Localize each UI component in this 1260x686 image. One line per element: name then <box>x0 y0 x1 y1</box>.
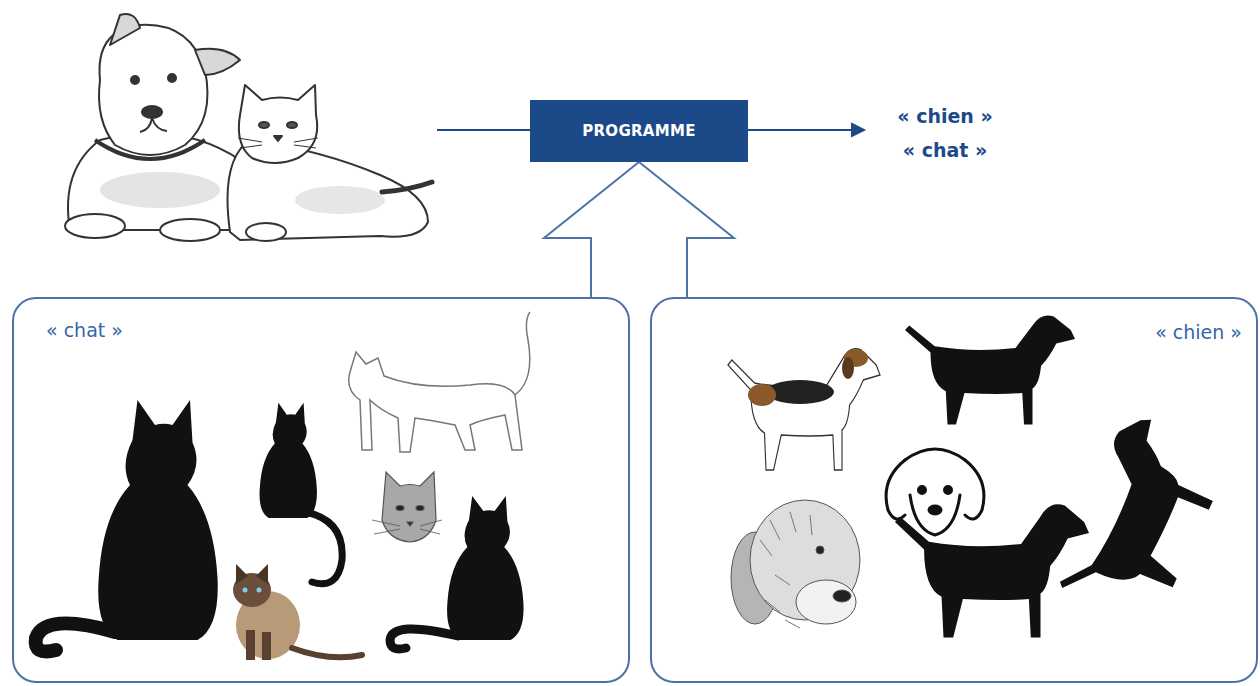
cat-head-sketch <box>396 506 404 511</box>
dog-sketch <box>142 106 162 118</box>
dog-silhouette <box>905 315 1075 424</box>
dog-face-outline <box>886 460 905 519</box>
siamese-cat <box>292 648 362 657</box>
cat-head-sketch <box>416 506 424 511</box>
dog-sketch <box>95 140 205 159</box>
cat-silhouette <box>36 623 115 651</box>
cat-sketch <box>238 138 318 148</box>
cat-outline <box>349 352 522 452</box>
cat-sketch <box>274 136 282 141</box>
dog-sketch <box>100 172 220 208</box>
retriever-sketch <box>731 500 860 628</box>
beagle <box>842 357 854 379</box>
dog-silhouette <box>1048 409 1233 630</box>
cat-silhouette <box>447 496 524 640</box>
output-label: « chat » <box>870 133 1020 167</box>
process-box: PROGRAMME <box>530 100 748 162</box>
cat-sketch <box>382 182 432 192</box>
cat-silhouette <box>305 512 342 584</box>
hollow-arrow <box>639 162 734 297</box>
dog-silhouette <box>895 315 1233 637</box>
cat-sketch <box>239 85 317 163</box>
beagle <box>728 349 880 470</box>
dog-sketch <box>65 14 250 241</box>
dog-face-outline <box>929 506 941 514</box>
dog-face-outline <box>886 449 984 535</box>
dog-silhouette <box>1033 322 1047 354</box>
dog-sketch <box>140 118 167 132</box>
cat-head-sketch <box>372 520 442 534</box>
siamese-cat <box>233 564 362 660</box>
cat-sketch <box>259 122 269 128</box>
dog-sketch <box>99 25 208 155</box>
dog-face-outline <box>919 487 926 494</box>
output-labels: « chien »« chat » <box>870 99 1020 167</box>
dog-sketch <box>160 219 220 241</box>
flow-arrow <box>852 124 864 136</box>
cat-head-sketch <box>372 472 442 542</box>
category-panel: « chat » <box>12 297 630 683</box>
retriever-sketch <box>816 546 824 554</box>
siamese-cat <box>243 588 248 593</box>
flow-arrow <box>437 129 530 131</box>
flow-arrow <box>748 129 852 131</box>
cat-sketch <box>228 85 433 241</box>
cat-silhouette <box>260 403 317 518</box>
dog-sketch <box>65 214 125 238</box>
siamese-cat <box>236 564 248 584</box>
cat-outline <box>349 312 530 452</box>
siamese-cat <box>246 630 255 660</box>
siamese-cat <box>256 564 268 584</box>
output-label: « chien » <box>870 99 1020 133</box>
dog-face-outline <box>965 460 984 519</box>
retriever-sketch <box>833 590 851 602</box>
dog-face-outline <box>910 495 960 535</box>
siamese-cat <box>257 588 262 593</box>
retriever-sketch <box>760 512 812 628</box>
beagle <box>748 384 776 406</box>
cat-silhouette <box>98 400 218 640</box>
dog-sketch <box>168 74 176 82</box>
dog-sketch <box>195 49 240 75</box>
cat-sketch <box>287 122 297 128</box>
cat-head-sketch <box>407 522 413 526</box>
box-label: PROGRAMME <box>582 122 696 140</box>
beagle <box>766 380 834 404</box>
cat-silhouette <box>390 629 458 649</box>
beagle <box>728 349 880 470</box>
panel-label: « chien » <box>1153 321 1244 343</box>
cat-head-sketch <box>382 472 436 542</box>
category-panel: « chien » <box>650 297 1258 683</box>
dog-silhouette <box>895 504 1089 637</box>
cat-sketch <box>295 186 385 214</box>
dog-face-outline <box>905 449 965 460</box>
dog-face-outline <box>945 487 952 494</box>
cat-outline <box>515 312 530 395</box>
dog-sketch <box>131 76 139 84</box>
cat-sketch <box>246 223 286 241</box>
panel-label: « chat » <box>44 319 125 341</box>
retriever-sketch <box>796 580 856 624</box>
dog-sketch <box>110 14 140 45</box>
siamese-cat <box>262 632 271 660</box>
hollow-arrow <box>544 162 639 297</box>
